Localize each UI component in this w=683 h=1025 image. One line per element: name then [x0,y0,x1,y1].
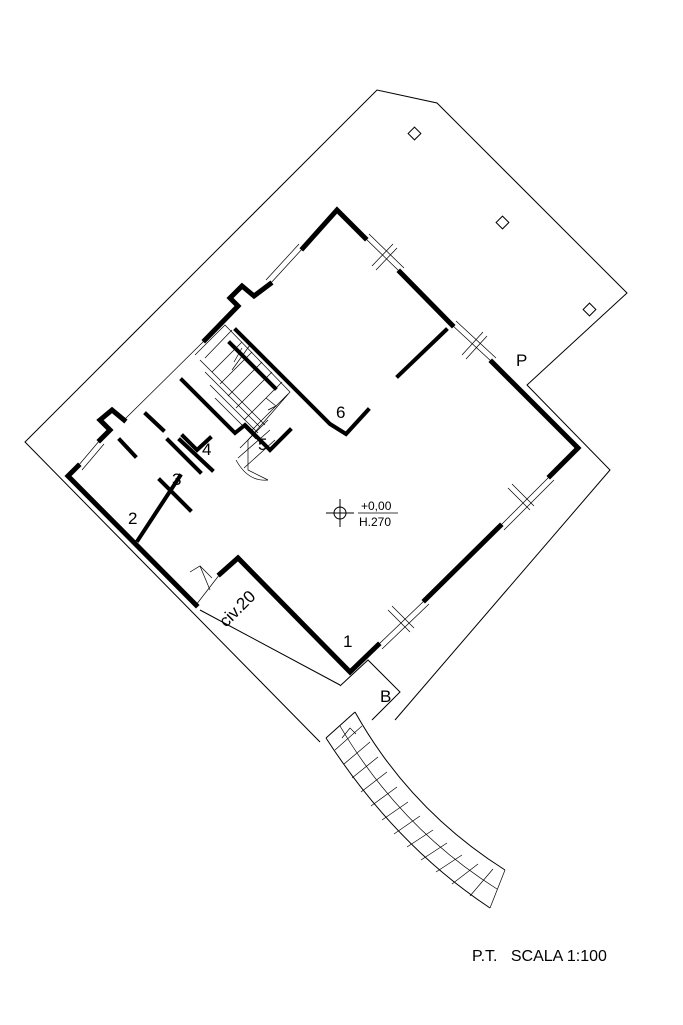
column-marker [495,215,510,230]
interior-wall [157,477,193,513]
exterior-wall [396,268,456,329]
window [499,475,555,531]
level-marker-icon [326,499,354,527]
exterior-wall [299,206,369,252]
entrance-label: civ.20 [215,587,259,631]
interior-stair [194,324,291,481]
area-label-p: P [516,351,527,370]
room-label-5: 5 [258,435,267,454]
site-boundary [24,89,628,743]
window [364,233,405,273]
room-label-2: 2 [128,509,137,528]
window [451,320,497,363]
exterior-wall [216,554,382,676]
scale-label: SCALA 1:100 [510,948,607,965]
room-label-1: 1 [343,632,352,651]
interior-wall [180,433,213,453]
exterior-wall [64,462,200,609]
exterior-wall [201,280,274,344]
room-label-4: 4 [202,440,211,459]
interior-wall [179,377,293,453]
window [265,243,304,285]
drawing-caption: P.T. SCALA 1:100 [472,948,607,966]
window [123,339,206,421]
exterior-wall [421,522,504,604]
level-label: +0,00 [361,499,392,513]
entrance-door [189,565,221,606]
column-marker [407,126,422,141]
exterior-wall [96,406,128,444]
height-label: H.270 [359,515,391,529]
exterior-stair [325,711,506,909]
floor-label: P.T. [472,948,498,965]
interior-wall [227,340,278,391]
interior-wall [177,437,215,473]
column-marker [582,302,597,317]
interior-wall [165,437,203,475]
room-label-3: 3 [172,470,181,489]
interior-wall [233,327,371,437]
interior-wall [135,473,183,543]
landing-box [339,659,401,721]
room-label-6: 6 [336,403,345,422]
window [77,439,105,471]
interior-wall [117,437,138,459]
exterior-wall [488,358,582,480]
interior-wall [395,327,449,379]
window [377,599,430,650]
interior-wall [143,411,166,433]
site-boundary-segment [199,609,341,686]
area-label-b: B [380,687,391,706]
